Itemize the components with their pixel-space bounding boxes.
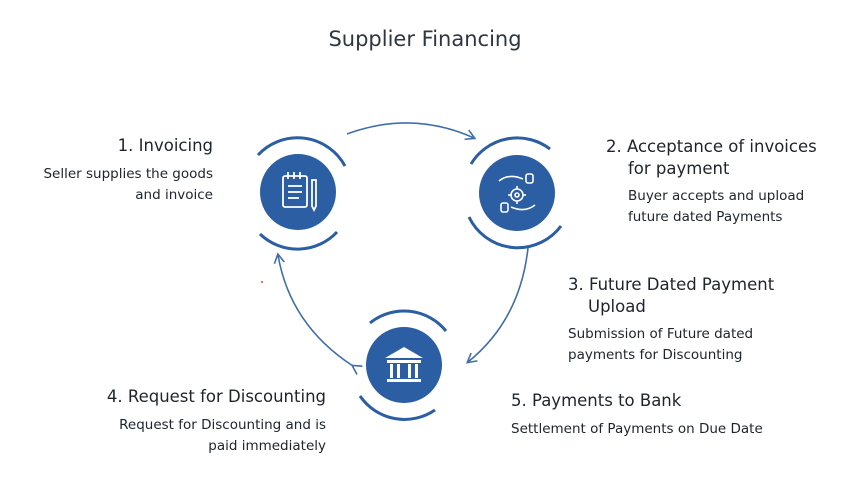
- bank-icon: [385, 347, 423, 382]
- step-heading: 4. Request for Discounting: [106, 387, 326, 406]
- step-heading: 3. Future Dated Payment Upload: [568, 275, 775, 316]
- arrow-1-to-2: [346, 122, 477, 141]
- diagram-title: Supplier Financing: [328, 27, 522, 51]
- node-invoicing: [256, 136, 347, 251]
- step-description: Seller supplies the goods and invoice: [43, 166, 213, 203]
- step-acceptance: 2. Acceptance of invoices for payment Bu…: [606, 136, 817, 228]
- arrow-2-to-5: [465, 247, 529, 364]
- step-description: Buyer accepts and upload future dated Pa…: [628, 188, 805, 225]
- step-description: Request for Discounting and is paid imme…: [119, 417, 326, 454]
- invoice-icon: [282, 172, 317, 213]
- step-payments-to-bank: 5. Payments to Bank Settlement of Paymen…: [511, 390, 763, 440]
- step-request-discounting: 4. Request for Discounting Request for D…: [107, 386, 326, 457]
- step-heading: 2. Acceptance of invoices for payment: [606, 137, 817, 178]
- handshake-gear-icon: [498, 173, 536, 213]
- step-description: Settlement of Payments on Due Date: [511, 421, 763, 437]
- step-future-dated-upload: 3. Future Dated Payment Upload Submissio…: [568, 274, 774, 366]
- step-heading: 1. Invoicing: [117, 136, 213, 155]
- arrow-4-to-1: [273, 252, 363, 375]
- step-invoicing: 1. Invoicing Seller supplies the goods a…: [43, 135, 213, 206]
- node-bank: [358, 309, 448, 421]
- step-heading: 5. Payments to Bank: [511, 391, 682, 410]
- step-description: Submission of Future dated payments for …: [568, 326, 754, 363]
- node-acceptance: [467, 136, 563, 250]
- stray-dot: [261, 281, 263, 283]
